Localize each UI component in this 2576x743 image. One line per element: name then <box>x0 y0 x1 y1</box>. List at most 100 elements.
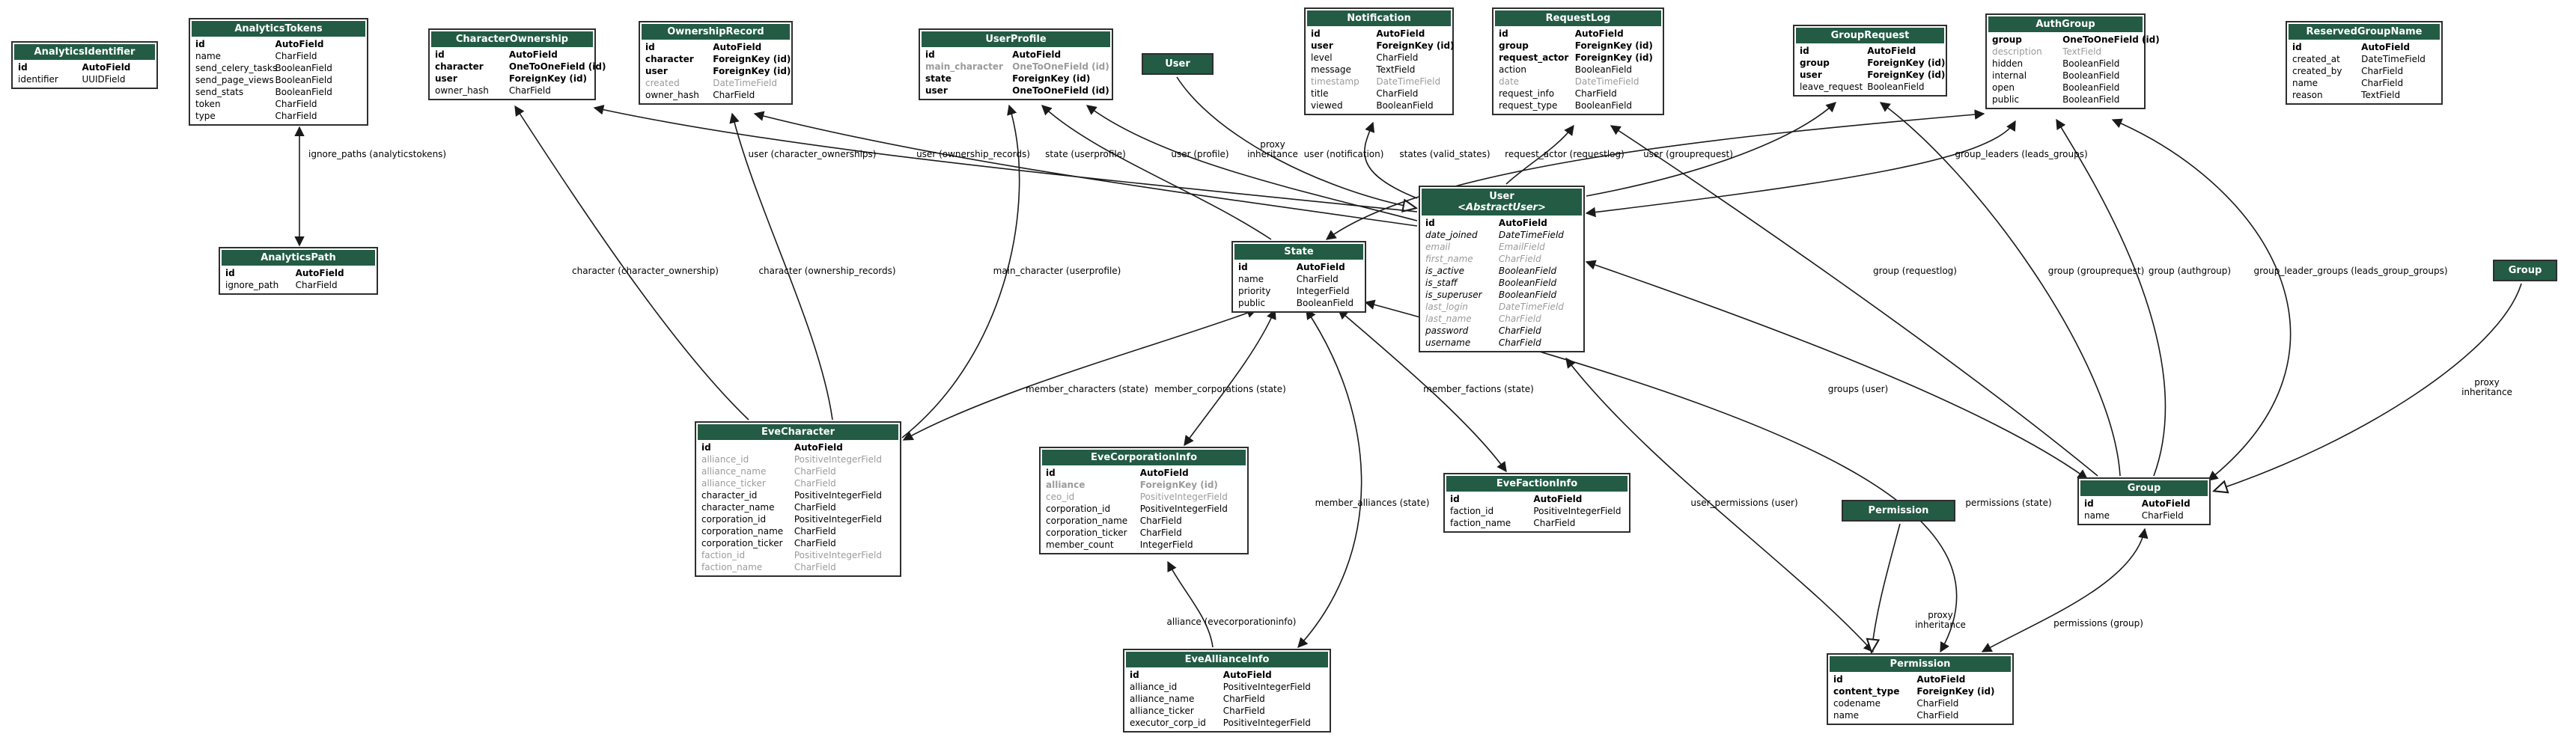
field-name: alliance_name <box>701 466 767 477</box>
field-name: id <box>701 442 711 453</box>
edge-user-notification <box>1364 121 1418 199</box>
proxy-model-Permission: Permission <box>1842 500 1955 522</box>
field-name: action <box>1499 64 1526 75</box>
field-name: alliance_ticker <box>701 478 766 489</box>
field-row: is_superuser BooleanField <box>1420 289 1583 301</box>
edge-group-leader-groups <box>2111 118 2292 481</box>
field-type: PositiveIntegerField <box>794 514 882 525</box>
field-type: ForeignKey (id) <box>1867 58 1946 68</box>
field-name: request_info <box>1499 88 1555 99</box>
field-name: character_id <box>701 490 758 501</box>
table-title: EveCorporationInfo <box>1042 450 1246 465</box>
edge-label-member-factions-state: member_factions (state) <box>1423 384 1534 394</box>
edge-label-groups-user: groups (user) <box>1828 384 1888 394</box>
field-name: codename <box>1833 698 1881 709</box>
field-type: EmailField <box>1498 242 1545 252</box>
field-name: id <box>1800 46 1809 56</box>
field-name: content_type <box>1833 686 1900 697</box>
edge-character-character-ownership <box>514 105 749 421</box>
field-type: BooleanField <box>2062 82 2120 93</box>
field-name: send_page_views <box>195 75 274 85</box>
table-title: Permission <box>1830 656 2011 672</box>
edge-group-authgroup <box>2056 118 2167 477</box>
field-name: id <box>1425 218 1435 228</box>
edge-member-corporations-state <box>1184 308 1276 447</box>
edge-label-member-alliances-state: member_alliances (state) <box>1315 498 1430 508</box>
field-name: ignore_path <box>225 280 279 290</box>
field-type: BooleanField <box>1296 298 1354 308</box>
edge-label-user-grouprequest: user (grouprequest) <box>1643 149 1733 159</box>
field-name: alliance_id <box>701 454 749 465</box>
field-type: CharField <box>2141 510 2184 521</box>
edge-label-user-ownership-records: user (ownership_records) <box>916 149 1030 159</box>
field-name: last_login <box>1425 302 1468 312</box>
edge-label-user-permissions: user_permissions (user) <box>1690 498 1797 508</box>
field-type: AutoField <box>1916 674 1966 685</box>
field-name: group <box>1992 34 2022 45</box>
field-type: CharField <box>794 526 836 536</box>
edge-label-main-character-userprofile: main_character (userprofile) <box>993 266 1121 276</box>
edge-label-group-leaders: group_leaders (leads_groups) <box>1955 149 2087 159</box>
field-type: CharField <box>1916 710 1959 721</box>
field-name: ceo_id <box>1046 492 1075 502</box>
field-type: PositiveIntegerField <box>794 490 882 501</box>
field-name: internal <box>1992 70 2027 81</box>
edge-user-ownership-records <box>753 111 1418 227</box>
field-type: IntegerField <box>1139 539 1193 550</box>
field-type: OneToOneField (id) <box>508 61 606 72</box>
field-name: id <box>1130 670 1139 680</box>
field-name: type <box>195 111 216 121</box>
field-type: BooleanField <box>2062 70 2120 81</box>
edge-label-ignore-paths-analyticstokens: ignore_paths (analyticstokens) <box>308 149 446 159</box>
table-title: UserProfile <box>922 31 1110 47</box>
field-type: PositiveIntegerField <box>1222 682 1311 692</box>
field-type: ForeignKey (id) <box>1916 686 1995 697</box>
table-title: EveAllianceInfo <box>1126 652 1328 667</box>
field-name: corporation_id <box>1046 504 1111 514</box>
edge-group-proxy-inheritance <box>2214 283 2522 491</box>
table-title: Notification <box>1307 10 1451 26</box>
field-name: open <box>1992 82 2015 93</box>
field-type: BooleanField <box>2062 94 2120 105</box>
edge-label-group-requestlog: group (requestlog) <box>1873 266 1957 276</box>
field-type: BooleanField <box>1498 290 1557 300</box>
edge-label-states-valid-states: states (valid_states) <box>1399 149 1490 159</box>
edge-label-request-actor-requestlog: request_actor (requestlog) <box>1505 149 1625 159</box>
field-type: AutoField <box>1574 28 1624 39</box>
field-row: content_type ForeignKey (id) <box>1828 685 2012 697</box>
field-name: is_superuser <box>1425 290 1482 300</box>
field-name: id <box>225 268 235 278</box>
field-type: CharField <box>794 562 836 572</box>
field-type: CharField <box>1498 314 1541 324</box>
field-name: character <box>645 54 694 64</box>
field-type: PositiveIntegerField <box>1139 492 1228 502</box>
field-type: CharField <box>794 478 836 489</box>
